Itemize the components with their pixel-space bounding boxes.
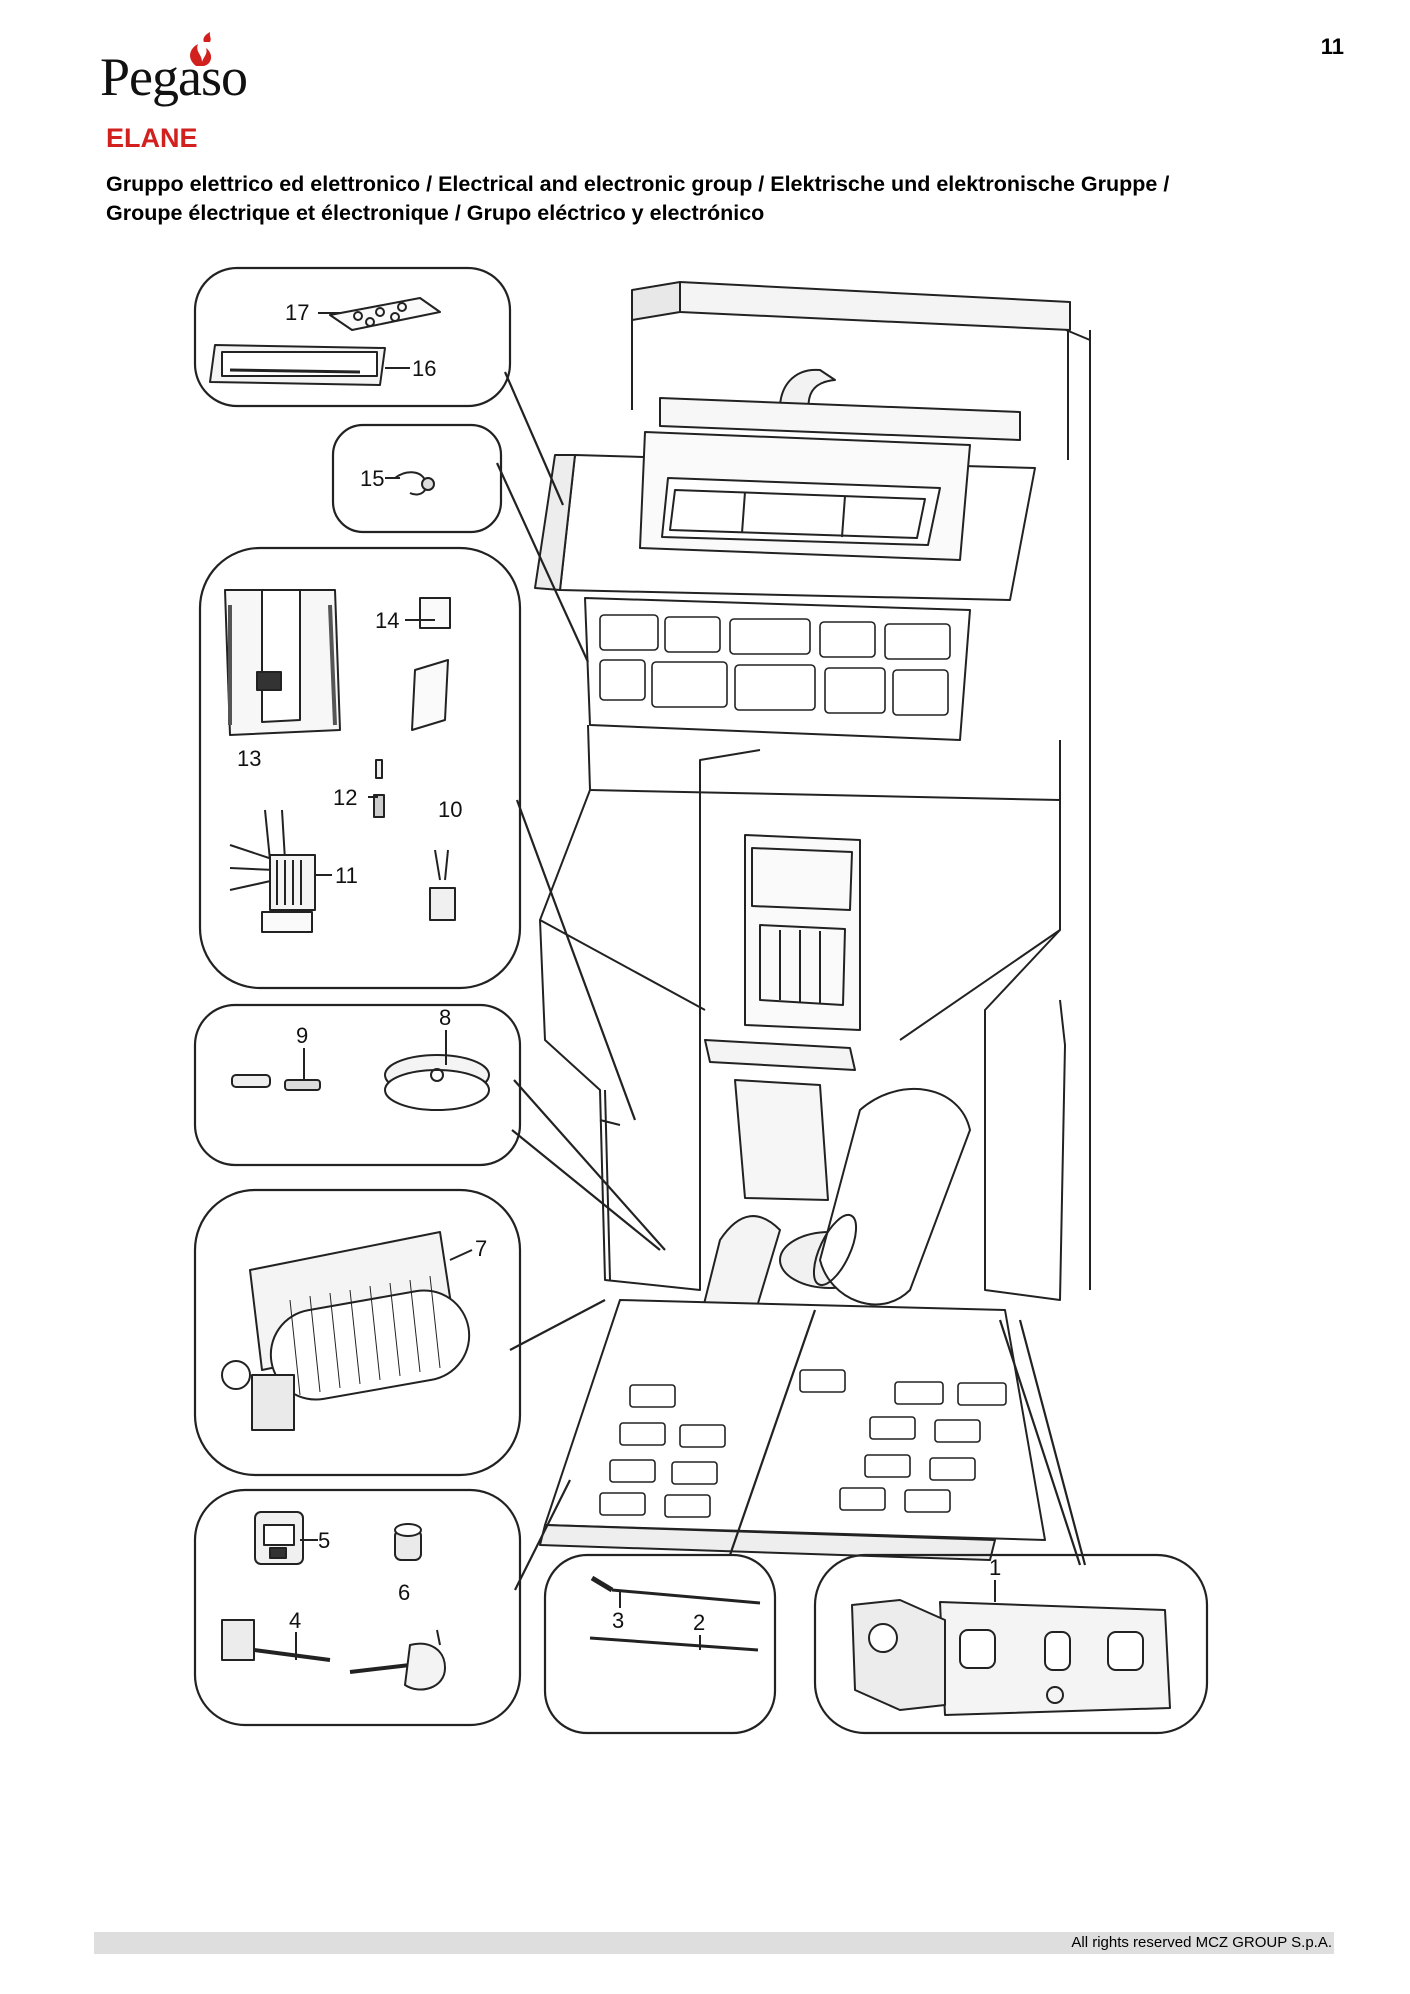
- part-17-keypad: [329, 297, 441, 331]
- callout-17: 17: [285, 300, 309, 325]
- callout-3: 3: [612, 1608, 624, 1633]
- bubble-16-17: [193, 266, 512, 408]
- part-15-cable-clip: [394, 471, 435, 496]
- callout-10: 10: [438, 797, 462, 822]
- callout-2: 2: [693, 1610, 705, 1635]
- callout-4: 4: [289, 1608, 301, 1633]
- flame-icon: [190, 32, 212, 66]
- bubble-7: [193, 1188, 522, 1477]
- callout-6: 6: [398, 1580, 410, 1605]
- page-number: 11: [1320, 34, 1344, 59]
- part-13-control-board: [224, 589, 341, 736]
- callout-1: 1: [989, 1555, 1001, 1580]
- callout-5: 5: [318, 1528, 330, 1553]
- stove-body: [534, 281, 1091, 1561]
- part-10-connector: [429, 849, 456, 921]
- callout-16: 16: [412, 356, 436, 381]
- part-2-probe: [589, 1636, 759, 1652]
- model-title: ELANE: [106, 123, 198, 153]
- part-14-flat-cable: [411, 597, 451, 731]
- part-3-igniter: [590, 1575, 761, 1605]
- callout-14: 14: [375, 608, 399, 633]
- footer-copyright: All rights reserved MCZ GROUP S.p.A.: [1071, 1934, 1332, 1951]
- footer-bar: [94, 1932, 1334, 1954]
- bubble-2-3: [543, 1553, 777, 1735]
- callout-11: 11: [335, 863, 358, 888]
- part-8-pressure-switch: [384, 1054, 490, 1111]
- brand-logo: Pegaso: [100, 32, 290, 112]
- leader-lines: [495, 371, 1087, 1591]
- part-6-cable-gland: [394, 1523, 422, 1561]
- part-5-power-socket: [254, 1511, 304, 1565]
- detail-bubbles: [193, 266, 1209, 1735]
- part-11-wiring-harness: [229, 809, 316, 933]
- brand-name: Pegaso: [100, 47, 248, 107]
- bubble-4-6: [193, 1488, 522, 1727]
- bubble-8-9: [193, 1003, 522, 1167]
- subtitle-line-1: Gruppo elettrico ed elettronico / Electr…: [106, 172, 1170, 196]
- callout-8: 8: [439, 1005, 451, 1030]
- part-4-switch-with-wire: [221, 1619, 331, 1662]
- section-subtitle: Gruppo elettrico ed elettronico / Electr…: [106, 170, 1326, 228]
- bubble-1: [813, 1553, 1209, 1735]
- callout-12: 12: [333, 785, 357, 810]
- part-12-fuse: [373, 759, 385, 818]
- part-7-tangential-fan: [221, 1231, 471, 1431]
- part-1-flue-extractor: [851, 1599, 1171, 1716]
- callout-15: 15: [360, 466, 384, 491]
- subtitle-line-2: Groupe électrique et électronique / Grup…: [106, 201, 765, 225]
- bubble-15: [331, 423, 503, 534]
- callout-13: 13: [237, 746, 261, 771]
- part-16-display-board: [209, 344, 386, 386]
- callout-9: 9: [296, 1023, 308, 1048]
- callout-labels: 17 16 15 14 13 12 10 11 9 8 7 5 6 4 3 2 …: [237, 300, 1001, 1660]
- callout-7: 7: [475, 1236, 487, 1261]
- part-9-probe: [231, 1074, 321, 1091]
- bubble-10-14: [198, 546, 522, 990]
- part-power-cord-plug: [349, 1629, 446, 1691]
